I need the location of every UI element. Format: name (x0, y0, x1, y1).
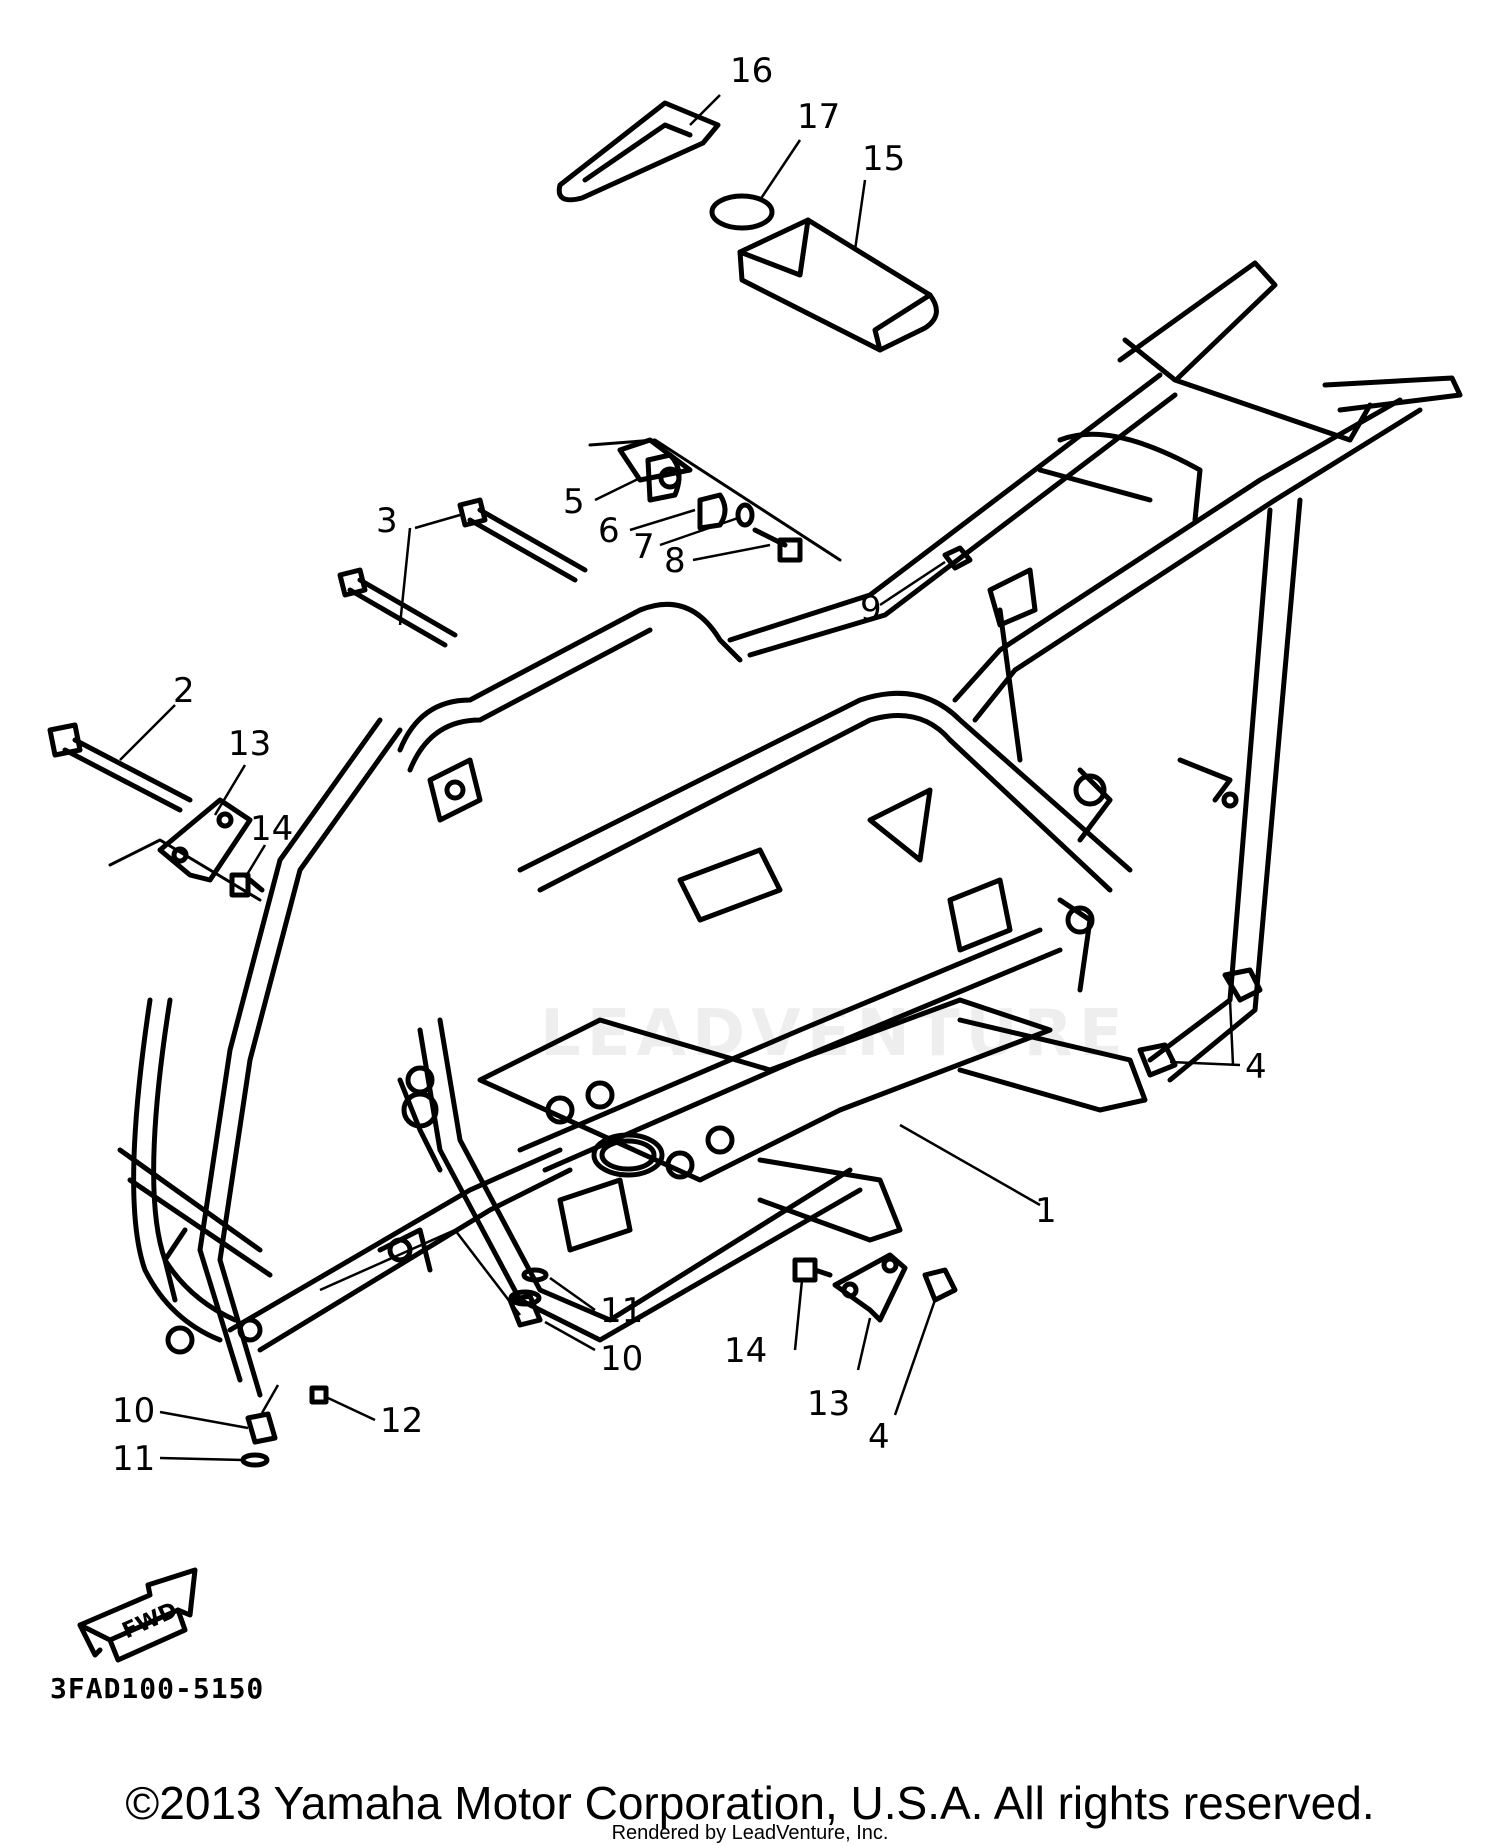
callout-8: 8 (664, 541, 686, 581)
callout-13-left: 13 (228, 724, 271, 764)
part-9-nut (942, 545, 973, 571)
callout-11-lower: 11 (112, 1439, 155, 1479)
callout-12: 12 (380, 1401, 423, 1441)
diagram-part-code: 3FAD100-5150 (50, 1672, 265, 1705)
callout-4-lower: 4 (868, 1417, 890, 1457)
callout-17: 17 (797, 97, 840, 137)
callout-3: 3 (376, 501, 398, 541)
callout-14-right: 14 (724, 1331, 767, 1371)
callout-2: 2 (173, 671, 195, 711)
part-2-bolt (47, 722, 193, 813)
reference-panel-left (108, 838, 262, 902)
callout-6: 6 (598, 511, 620, 551)
part-10-damper-lower (245, 1411, 278, 1445)
collar-bracket (617, 437, 693, 483)
rendered-by-notice: Rendered by LeadVenture, Inc. (611, 1822, 889, 1844)
part-14-bolt-left (229, 872, 265, 898)
part-12-bolt (309, 1385, 329, 1405)
part-4-nut-c (922, 1267, 958, 1303)
callout-13-right: 13 (807, 1384, 850, 1424)
part-17-ring (709, 193, 775, 231)
callout-15: 15 (862, 139, 905, 179)
part-9-bracket (987, 567, 1038, 628)
part-10-damper-center (507, 1289, 543, 1328)
callout-9: 9 (860, 589, 882, 629)
callout-10-center: 10 (600, 1339, 643, 1379)
callout-4-upper: 4 (1245, 1047, 1267, 1087)
part-4-nut-b (1137, 1042, 1178, 1078)
callout-16: 16 (730, 51, 773, 91)
part-4-nut-a (1222, 967, 1263, 1003)
part-16-strap (556, 100, 721, 203)
copyright-notice: ©2013 Yamaha Motor Corporation, U.S.A. A… (125, 1777, 1375, 1829)
part-11-washer-lower (240, 1452, 270, 1468)
part-7-washer (735, 502, 755, 528)
part-13-plate-right (832, 1252, 908, 1323)
part-3-bolts (337, 497, 588, 648)
part-14-bolt-right (792, 1257, 833, 1283)
callout-10-lower: 10 (112, 1391, 155, 1431)
part-15-bag (737, 217, 939, 353)
callout-1: 1 (1035, 1191, 1057, 1231)
part-8-bolt (752, 527, 803, 563)
reference-panel (588, 438, 842, 562)
callout-7: 7 (633, 527, 655, 567)
part-11-washer-center (521, 1267, 549, 1283)
leader-lines (119, 94, 1241, 1462)
callout-5: 5 (563, 482, 585, 522)
fwd-arrow (77, 1567, 198, 1663)
callout-14-left: 14 (250, 809, 293, 849)
part-1-frame (117, 260, 1463, 1398)
callout-11-center: 11 (600, 1291, 643, 1331)
